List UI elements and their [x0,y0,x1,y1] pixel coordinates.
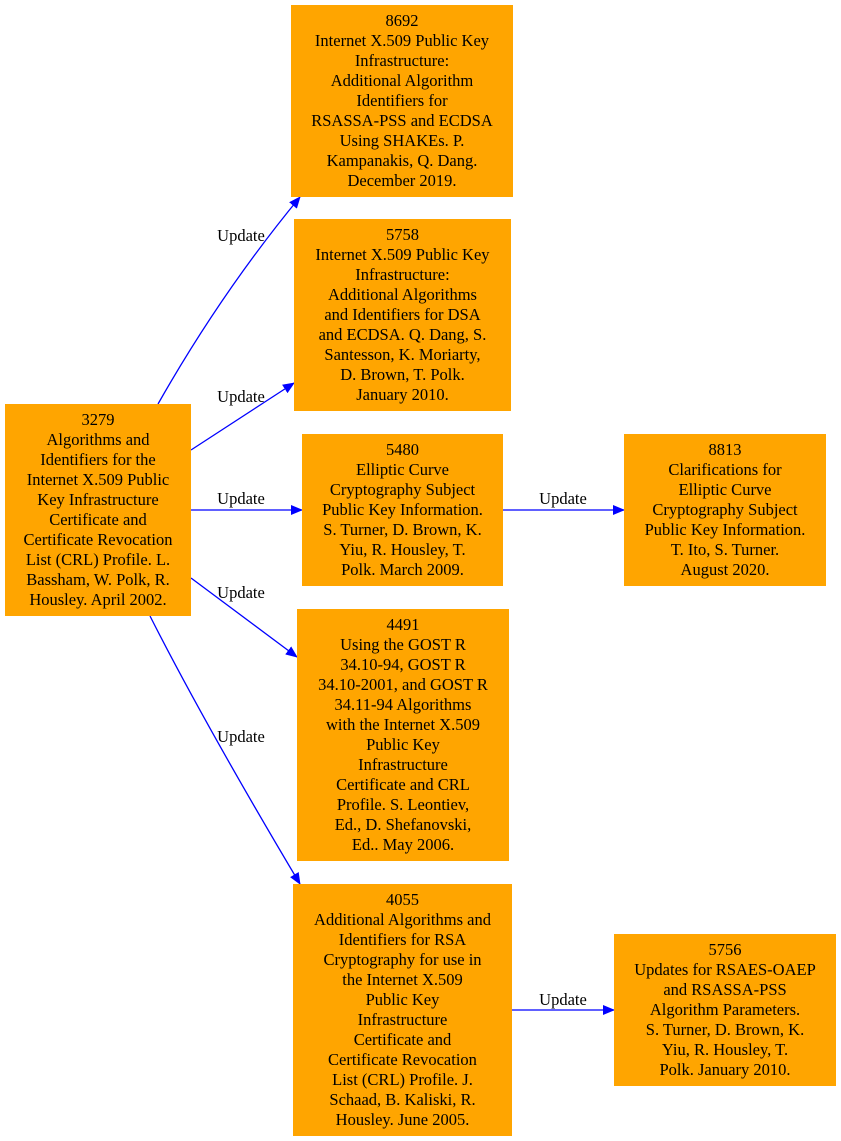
rfc-description: Internet X.509 Public Key Infrastructure… [315,245,490,404]
rfc-node-8692[interactable]: 8692 Internet X.509 Public Key Infrastru… [291,5,513,197]
rfc-number: 5758 [386,225,419,244]
edge-3279-8692 [157,196,301,405]
rfc-node-3279[interactable]: 3279 Algorithms and Identifiers for the … [5,404,191,616]
rfc-description: Clarifications for Elliptic Curve Crypto… [644,460,806,579]
rfc-number: 3279 [81,410,115,429]
edge-label-5480-8813: Update [539,489,587,508]
rfc-description: Internet X.509 Public Key Infrastructure… [311,31,493,190]
edge-label-3279-4055: Update [217,727,265,746]
rfc-number: 5756 [708,940,742,959]
rfc-number: 8692 [385,11,419,30]
edge-label-3279-5480: Update [217,489,265,508]
edge-3279-4055 [149,615,301,885]
rfc-node-5480[interactable]: 5480 Elliptic Curve Cryptography Subject… [302,434,503,586]
edge-label-3279-4491: Update [217,583,265,602]
edge-3279-5758 [190,382,295,451]
rfc-number: 8813 [708,440,742,459]
rfc-number: 4491 [386,615,420,634]
rfc-node-4055[interactable]: 4055 Additional Algorithms and Identifie… [293,884,512,1136]
rfc-node-5756[interactable]: 5756 Updates for RSAES-OAEP and RSASSA-P… [614,934,836,1086]
rfc-node-4491[interactable]: 4491 Using the GOST R 34.10-94, GOST R 3… [297,609,509,861]
rfc-description: Elliptic Curve Cryptography Subject Publ… [322,460,483,579]
rfc-description: Updates for RSAES-OAEP and RSASSA-PSS Al… [634,960,816,1079]
edge-3279-4491 [190,577,298,658]
rfc-description: Additional Algorithms and Identifiers fo… [314,910,491,1129]
rfc-number: 5480 [386,440,419,459]
rfc-node-8813[interactable]: 8813 Clarifications for Elliptic Curve C… [624,434,826,586]
rfc-node-5758[interactable]: 5758 Internet X.509 Public Key Infrastru… [294,219,511,411]
edge-label-3279-5758: Update [217,387,265,406]
edge-label-3279-8692: Update [217,226,265,245]
rfc-description: Using the GOST R 34.10-94, GOST R 34.10-… [318,635,488,854]
rfc-description: Algorithms and Identifiers for the Inter… [23,430,173,609]
edge-label-4055-5756: Update [539,990,587,1009]
rfc-number: 4055 [386,890,419,909]
